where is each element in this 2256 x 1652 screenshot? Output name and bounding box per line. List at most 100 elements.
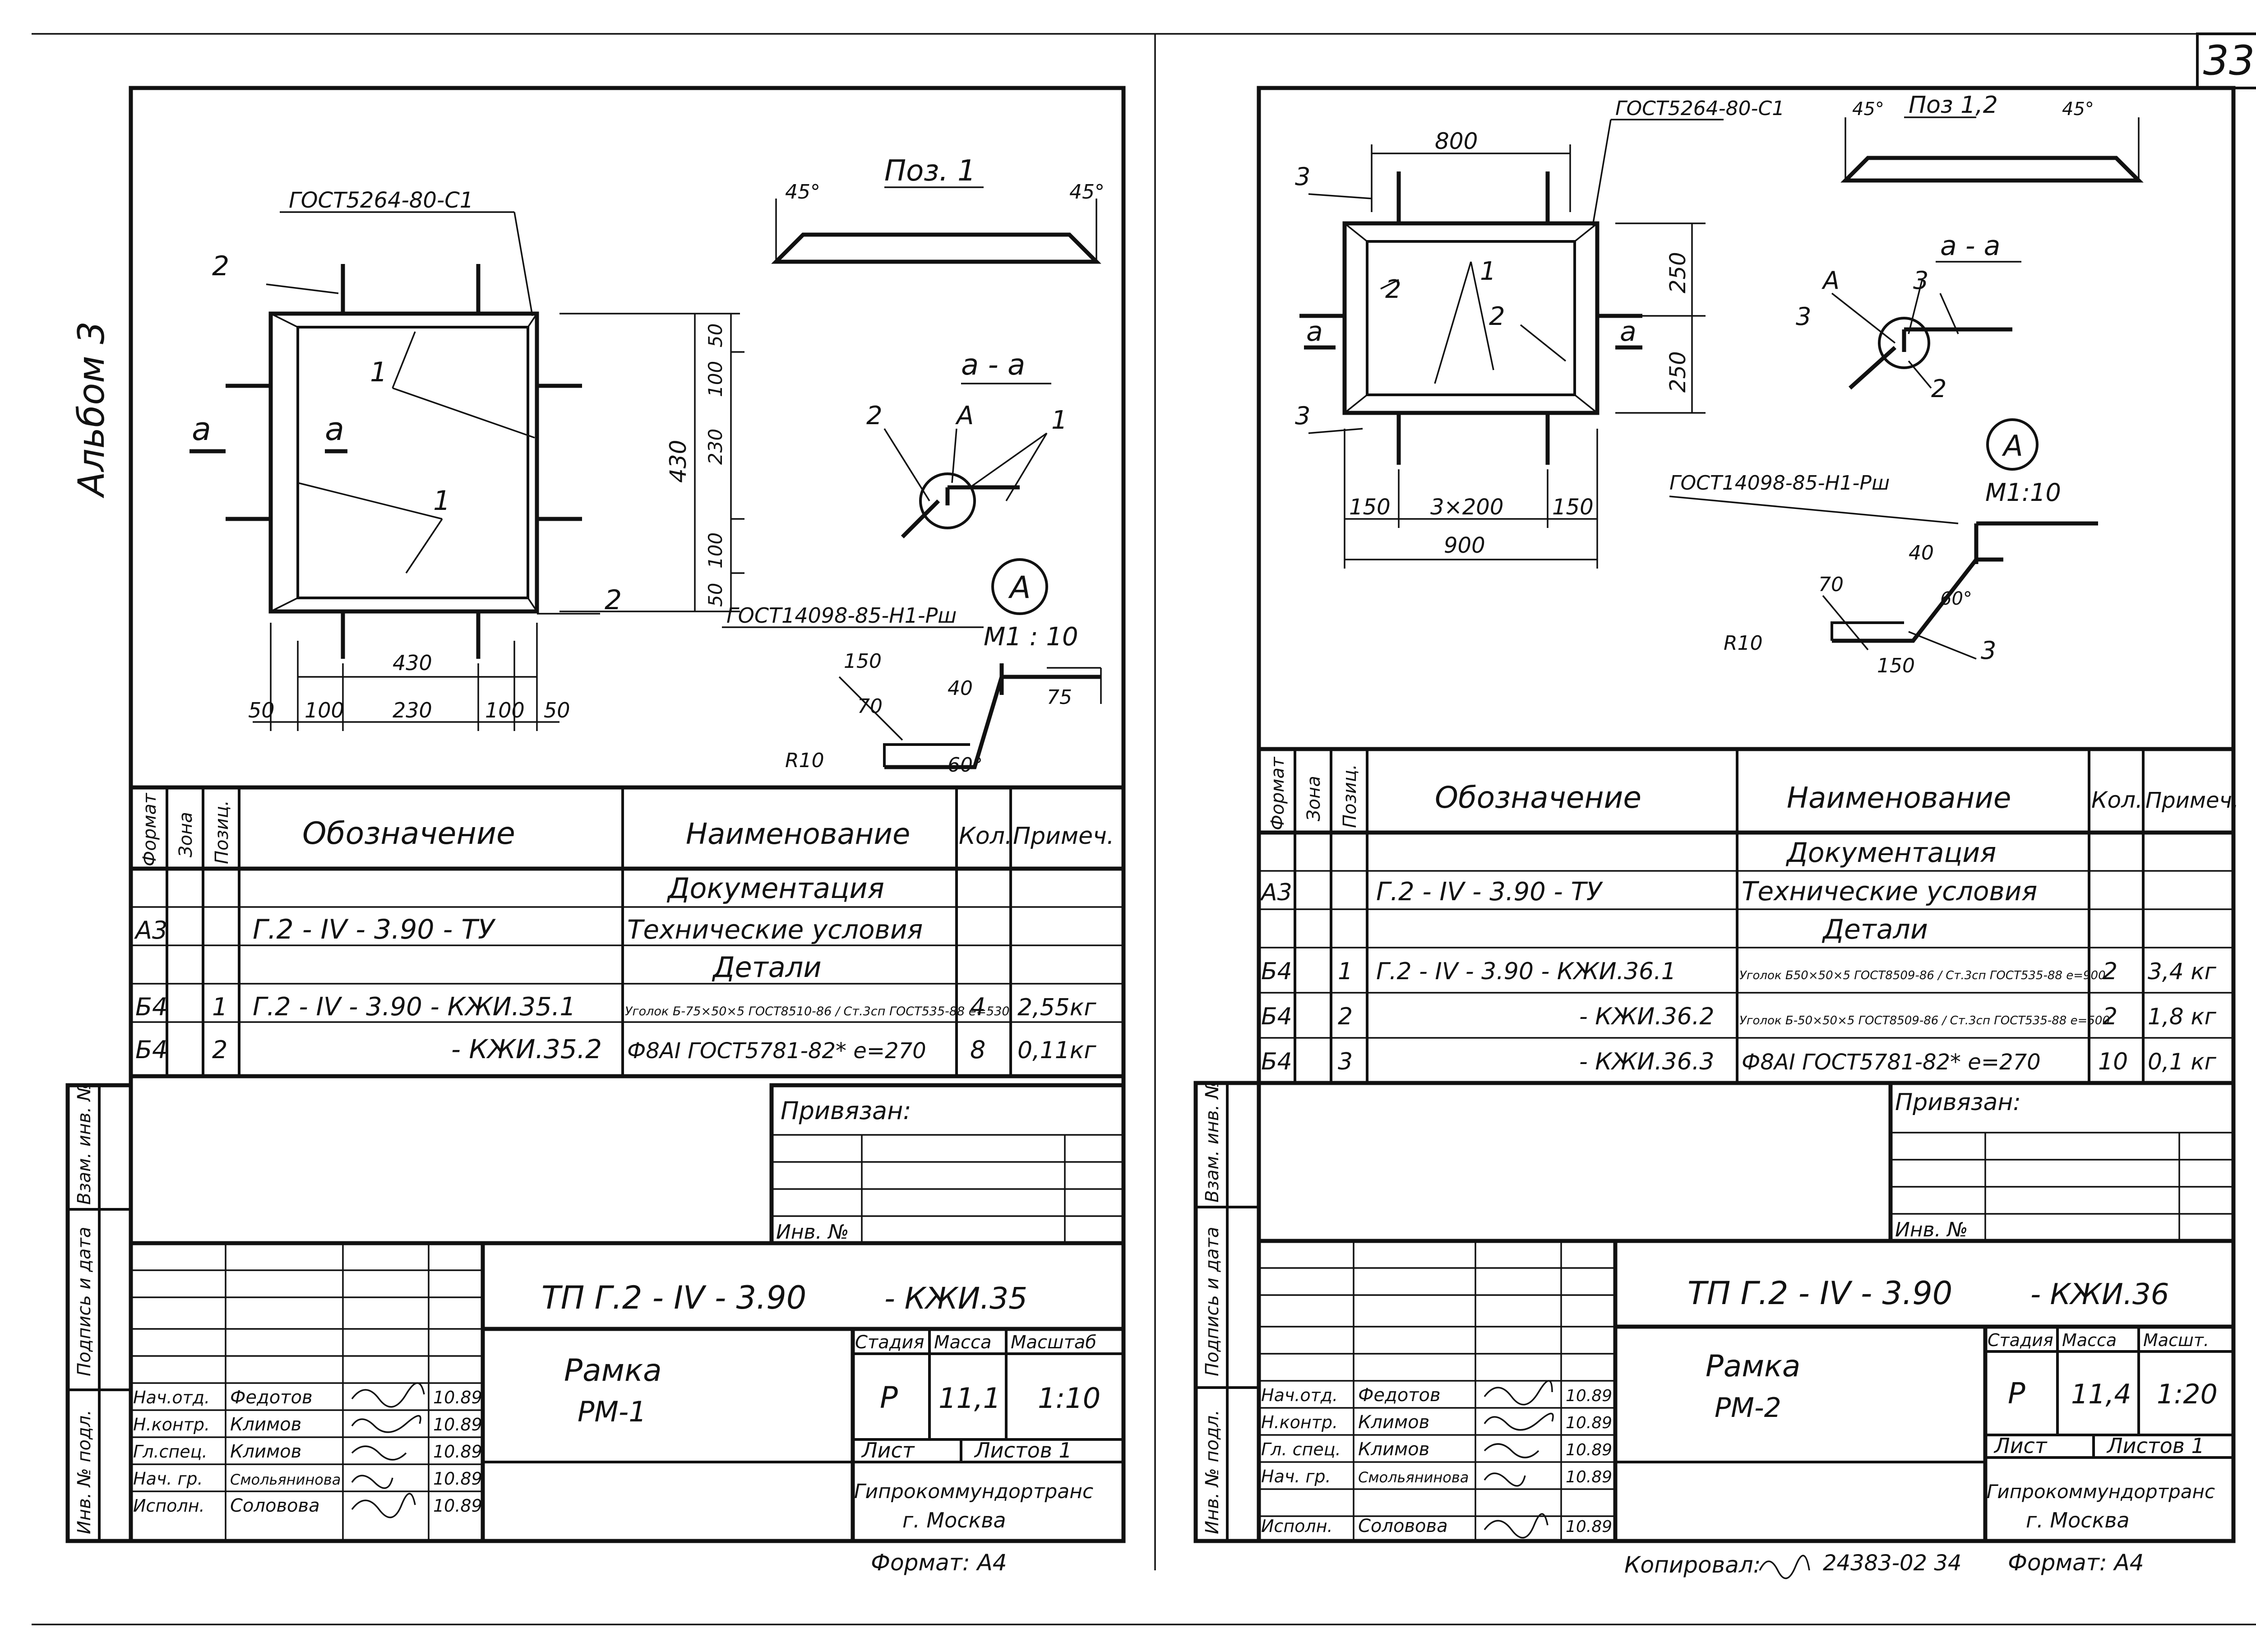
right-stamp-replace: Взам. инв. № <box>1202 1080 1223 1203</box>
right-row3-pos: 1 <box>1338 958 1353 985</box>
left-signer3-name: Смольянинова <box>230 1471 341 1488</box>
left-section-pos2: 2 <box>866 401 883 430</box>
left-signer4-role: Исполн. <box>133 1496 205 1516</box>
right-section-aa <box>1831 261 2021 390</box>
left-dim-430-h: 430 <box>393 651 432 675</box>
right-signer4-name: Соловова <box>1358 1516 1448 1536</box>
right-org: Гипрокоммундортранс <box>1987 1481 2215 1503</box>
left-row4-note: 0,11кг <box>1017 1037 1096 1064</box>
right-dim-3x200: 3×200 <box>1430 495 1503 520</box>
right-plan-view <box>1299 119 1724 569</box>
left-mass: 11,1 <box>938 1382 1001 1415</box>
right-hdr-zone: Зона <box>1304 776 1324 821</box>
right-copy-signature <box>1759 1555 1810 1579</box>
left-poz1-detail <box>771 186 1101 264</box>
left-stage-label: Стадия <box>855 1332 924 1353</box>
right-dim-150a: 150 <box>1349 495 1391 520</box>
page-number: 33 <box>2203 37 2255 84</box>
right-row5-qty: 10 <box>2098 1048 2128 1075</box>
left-row2-name: Детали <box>712 951 822 984</box>
right-section-mark-2: а <box>1620 316 1637 347</box>
left-row3-qty: 4 <box>970 993 985 1021</box>
left-row4-qty: 8 <box>970 1036 985 1064</box>
right-signer0-date: 10.89 <box>1566 1387 1612 1405</box>
left-doc-suffix: - КЖИ.35 <box>884 1281 1027 1316</box>
left-signer0-role: Нач.отд. <box>133 1388 210 1407</box>
left-row1-format: А3 <box>134 916 167 944</box>
left-hdr-designation: Обозначение <box>302 816 515 851</box>
right-dim-40: 40 <box>1909 541 1934 565</box>
left-signer1-date: 10.89 <box>433 1415 482 1435</box>
right-r10: R10 <box>1724 632 1763 655</box>
left-signer4-name: Соловова <box>230 1495 320 1516</box>
right-row5-note: 0,1 кг <box>2148 1049 2217 1075</box>
right-format: Формат: А4 <box>2008 1550 2144 1576</box>
right-hdr-name: Наименование <box>1787 782 2011 815</box>
left-hdr-qty: Кол. <box>959 823 1012 850</box>
right-dim-250a: 250 <box>1665 252 1691 293</box>
left-dim-230-h: 230 <box>393 698 432 722</box>
left-dim-50b-h: 50 <box>544 698 570 722</box>
right-mass-label: Масса <box>2062 1330 2117 1350</box>
right-scale-A: М1:10 <box>1985 478 2061 507</box>
right-part-label: Поз 1,2 <box>1909 92 1998 119</box>
left-hdr-note: Примеч. <box>1013 823 1114 850</box>
left-pos2-bottom: 2 <box>605 584 622 616</box>
left-stamp-replace: Взам. инв. № <box>74 1082 95 1205</box>
left-row3-format: Б4 <box>135 993 167 1021</box>
right-signer4-date: 10.89 <box>1566 1518 1612 1536</box>
right-city: г. Москва <box>2026 1508 2130 1532</box>
left-inv-label: Инв. № <box>776 1221 849 1244</box>
left-dim-100-v: 100 <box>704 361 726 397</box>
right-signer3-date: 10.89 <box>1566 1468 1612 1486</box>
right-item-title: Рамка <box>1706 1349 1800 1384</box>
right-callout-A: А <box>2002 430 2023 463</box>
right-detail-pos3: 3 <box>1981 636 1996 665</box>
right-hdr-pos: Позиц. <box>1340 764 1360 828</box>
left-pos2-top: 2 <box>212 250 229 282</box>
right-signer2-date: 10.89 <box>1566 1441 1612 1459</box>
right-stamp-sign: Подпись и дата <box>1202 1227 1223 1376</box>
left-anchor-gost: ГОСТ14098-85-Н1-Рш <box>726 603 957 628</box>
left-signer1-name: Климов <box>230 1414 301 1435</box>
right-signer0-name: Федотов <box>1358 1385 1441 1406</box>
left-dim-230-v: 230 <box>704 429 726 465</box>
left-part-label: Поз. 1 <box>884 154 976 188</box>
left-sheets-label: Листов 1 <box>974 1438 1072 1462</box>
left-dim-75: 75 <box>1047 686 1072 709</box>
left-pos1-bottom: 1 <box>433 485 450 517</box>
right-row2-name: Детали <box>1821 914 1928 945</box>
left-dim-50-v: 50 <box>704 324 726 347</box>
left-r10: R10 <box>785 749 824 772</box>
right-row5-format: Б4 <box>1261 1048 1292 1075</box>
right-detail-A <box>1669 418 2098 660</box>
left-org: Гипрокоммундортранс <box>854 1480 1093 1503</box>
right-angle-right: 45° <box>2062 99 2094 120</box>
right-signer3-role: Нач. гр. <box>1261 1467 1331 1486</box>
left-section-mark-2: а <box>325 411 344 448</box>
left-stamp-sign: Подпись и дата <box>74 1227 95 1376</box>
left-plan-view <box>190 211 744 731</box>
right-copied: Копировал: <box>1624 1552 1761 1578</box>
left-angle-60: 60° <box>948 754 983 777</box>
left-dim-100b-v: 100 <box>704 532 726 569</box>
left-row4-name: Ф8АI ГОСТ5781-82* е=270 <box>627 1038 926 1064</box>
right-row4-designation: - КЖИ.36.2 <box>1579 1003 1714 1030</box>
right-poz-detail <box>1840 116 2144 183</box>
right-dim-150b: 150 <box>1552 495 1594 520</box>
right-row3-note: 3,4 кг <box>2148 958 2217 985</box>
left-row1-designation: Г.2 - IV - 3.90 - ТУ <box>253 914 496 945</box>
right-angle-left: 45° <box>1852 99 1884 120</box>
left-weld-gost: ГОСТ5264-80-С1 <box>289 188 473 213</box>
left-scale: 1:10 <box>1038 1382 1100 1415</box>
right-dim-150: 150 <box>1877 654 1915 677</box>
left-angle-left: 45° <box>785 180 820 204</box>
right-signer1-role: Н.контр. <box>1261 1412 1338 1432</box>
right-signer2-name: Климов <box>1358 1439 1429 1460</box>
right-row4-qty: 2 <box>2103 1003 2117 1030</box>
left-callout-A: А <box>1008 570 1031 606</box>
left-section-A: А <box>955 401 974 430</box>
right-bound-label: Привязан: <box>1895 1089 2021 1116</box>
right-item-code: РМ-2 <box>1715 1392 1781 1424</box>
left-spec-table <box>129 785 1126 1078</box>
